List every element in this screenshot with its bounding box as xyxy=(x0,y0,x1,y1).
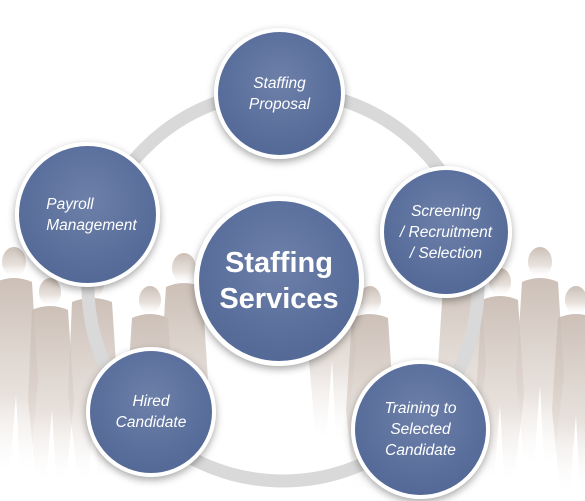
node-label: Hired Candidate xyxy=(115,393,187,431)
node-payroll-management: Payroll Management xyxy=(15,142,160,287)
node-label: Staffing Proposal xyxy=(248,74,311,113)
node-label: Payroll Management xyxy=(46,195,137,234)
node-screening-recruitment-selection: Screening / Recruitment / Selection xyxy=(380,166,512,298)
center-node-staffing-services: Staffing Services xyxy=(194,196,364,366)
node-label: Screening / Recruitment / Selection xyxy=(399,202,493,262)
node-staffing-proposal: Staffing Proposal xyxy=(214,28,345,159)
center-label: Staffing Services xyxy=(219,247,339,315)
node-label: Training to Selected Candidate xyxy=(384,400,457,459)
node-hired-candidate: Hired Candidate xyxy=(86,347,216,477)
node-training-to-selected-candidate: Training to Selected Candidate xyxy=(351,360,490,499)
